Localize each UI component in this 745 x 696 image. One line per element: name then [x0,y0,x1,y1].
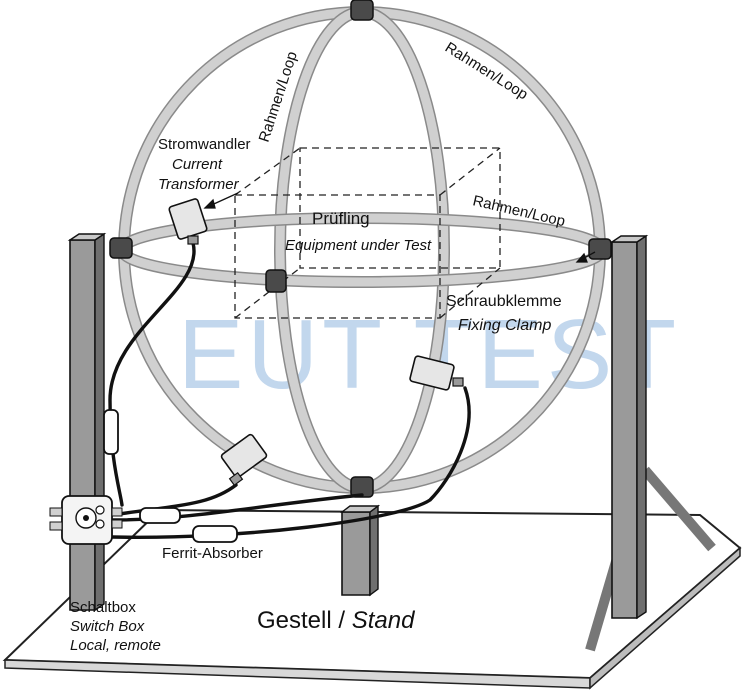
label-stand-en: Stand [352,607,415,634]
label-eut-de: Prüfling [312,209,370,228]
label-current-transformer-en-1: Current [172,156,223,173]
loop-clamp-front [265,269,287,293]
label-eut-en: Equipment under Test [285,237,432,254]
label-clamp-de: Schraubklemme [446,293,562,310]
probe-front [220,433,268,487]
loop-clamp-top [350,0,374,21]
loop-clamp-right [588,238,612,260]
label-clamp-en: Fixing Clamp [458,317,551,334]
current-transformer [168,198,208,245]
loop-clamp-left [109,237,133,259]
label-current-transformer-en-2: Transformer [158,176,240,193]
ferrite-inline-vertical [103,409,119,455]
ferrite-absorber-lower [192,525,238,543]
label-ferrit-absorber: Ferrit-Absorber [162,545,263,562]
eut-box-dashed [234,147,501,319]
probe-right [409,355,464,391]
loop-clamp-bottom [350,476,374,498]
switch-box [49,495,123,545]
left-pillar [67,232,107,612]
right-pillar [585,234,716,652]
label-switchbox-en: Switch Box [70,618,145,635]
centre-stand [339,504,381,597]
arrows [203,192,596,263]
label-switchbox-de: Schaltbox [70,599,136,616]
label-stand-de: Gestell / [257,607,345,634]
label-stand: Gestell / Stand [257,607,415,634]
ferrite-absorber-upper [139,507,181,524]
label-switchbox-mode: Local, remote [70,637,161,654]
label-current-transformer-de: Stromwandler [158,136,251,153]
